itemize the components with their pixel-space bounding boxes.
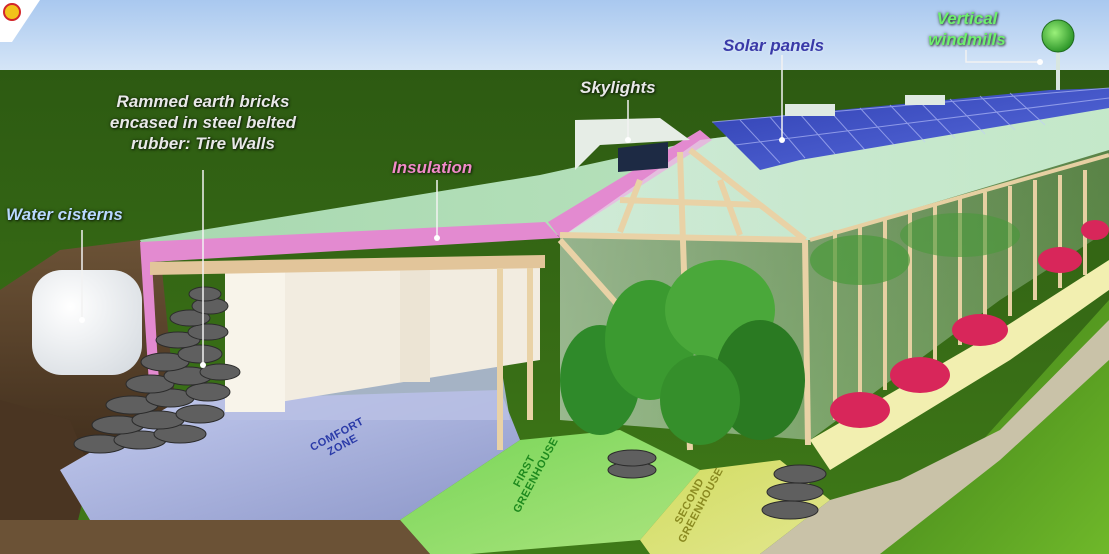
interior-pillar-2 [400,262,430,382]
sky [0,0,1109,72]
walkway [760,320,1109,554]
label-tire-walls-line2: encased in steel belted [109,113,297,132]
back-wall [230,262,540,410]
roof-vent-2 [905,95,945,105]
interior-pillar [225,262,285,412]
water-cistern [32,270,142,375]
solar-panel-array [712,88,1109,170]
label-vertical-windmills-line1: Vertical [936,9,998,28]
flowers [830,220,1109,428]
label-tire-walls: Rammed earth bricks encased in steel bel… [88,91,318,154]
skylight-glass [618,142,668,172]
label-insulation: Insulation [392,158,473,177]
insulation-greenhouse [548,130,712,238]
leader-dots [79,59,1043,368]
logo-icon [0,0,40,42]
soil-strip [0,520,430,554]
label-vertical-windmills: Vertical windmills [922,8,1012,50]
label-vertical-windmills-line2: windmills [928,30,1006,49]
tire-stack [607,449,827,520]
label-tire-walls-line1: Rammed earth bricks [116,92,290,111]
leader-lines [81,50,1040,365]
plants [560,213,1020,445]
soil-foreground [0,400,90,554]
roof-vent [785,104,835,116]
windmill-icon [1041,19,1075,53]
tire-wall [73,286,241,454]
skylight [575,118,690,170]
beam [150,255,545,275]
label-water-cisterns: Water cisterns [6,205,123,224]
label-skylights: Skylights [580,78,656,97]
label-solar-panels: Solar panels [723,36,825,55]
insulation-layer [140,222,560,262]
label-tire-walls-line3: rubber: Tire Walls [131,134,275,153]
